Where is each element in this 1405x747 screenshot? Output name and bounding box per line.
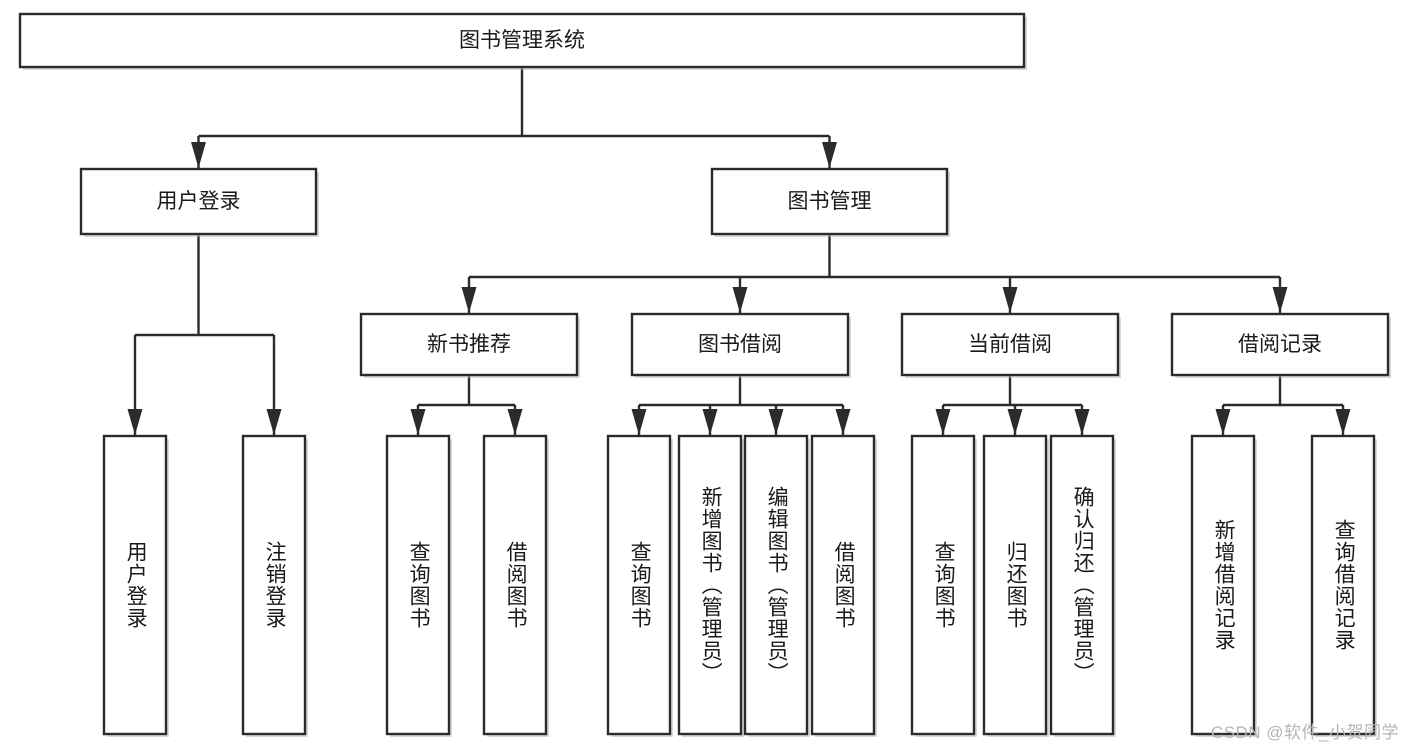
node-level2-1[interactable] [710,167,950,237]
arrow-head-icon [461,287,477,313]
connector-lines [127,67,1351,435]
box-outline [677,434,743,736]
node-level2-label-1: 图书管理 [788,190,872,213]
arrow-head-icon [935,409,951,435]
node-leaf-1[interactable] [241,434,308,737]
node-leaf-6[interactable] [743,434,810,737]
box-outline [606,434,672,736]
box-outline [1049,434,1115,736]
node-leaf-4[interactable] [606,434,673,737]
node-leaf-label-cell-11: 新增借阅记录 [1192,436,1254,734]
arrow-head-icon [1335,409,1351,435]
arrow-head-icon [768,409,784,435]
node-leaf-label-cell-7: 借阅图书 [812,436,874,734]
node-leaf-label-cell-9: 归还图书 [984,436,1046,734]
node-level3-0[interactable] [359,312,580,378]
box-outline [359,312,579,377]
arrow-head-icon [127,409,143,435]
arrow-head-icon [732,287,748,313]
node-leaf-10[interactable] [1049,434,1116,737]
box-outline [710,167,949,236]
node-leaf-label-cell-4: 查询图书 [608,436,670,734]
node-leaf-2[interactable] [385,434,452,737]
box-outline [18,12,1026,69]
arrow-head-icon [822,142,837,168]
node-leaf-label-3: 借阅图书 [504,541,528,629]
box-outline [1170,312,1390,377]
node-leaf-label-1: 注销登录 [263,541,287,629]
box-outline [982,434,1048,736]
node-level3-label-0: 新书推荐 [427,333,511,356]
arrow-head-icon [1002,287,1018,313]
node-level2-0[interactable] [79,167,319,237]
node-leaf-label-9: 归还图书 [1004,541,1028,629]
node-leaf-label-12: 查询借阅记录 [1332,519,1356,651]
box-outline [1190,434,1256,736]
node-leaf-label-cell-2: 查询图书 [387,436,449,734]
node-leaf-label-8: 查询图书 [932,541,956,629]
arrow-head-icon [702,409,718,435]
arrow-head-icon [1215,409,1231,435]
arrow-head-icon [1074,409,1090,435]
arrow-head-icon [266,409,282,435]
box-outline [743,434,809,736]
node-leaf-label-cell-5: 新增图书（管理员） [679,436,741,734]
arrow-head-icon [191,142,206,168]
node-leaf-label-cell-0: 用户登录 [104,436,166,734]
node-leaf-11[interactable] [1190,434,1257,737]
box-outline [1310,434,1376,736]
node-leaf-label-cell-10: 确认归还（管理员） [1051,436,1113,734]
node-leaf-9[interactable] [982,434,1049,737]
box-outline [910,434,976,736]
node-leaf-8[interactable] [910,434,977,737]
node-leaf-label-cell-3: 借阅图书 [484,436,546,734]
node-leaf-label-4: 查询图书 [628,541,652,629]
box-outline [102,434,168,736]
box-outline [810,434,876,736]
node-level3-label-3: 借阅记录 [1238,333,1322,356]
node-leaf-label-5: 新增图书（管理员） [699,486,723,684]
node-leaf-label-7: 借阅图书 [832,541,856,629]
node-leaf-label-cell-8: 查询图书 [912,436,974,734]
node-leaf-12[interactable] [1310,434,1377,737]
node-leaf-7[interactable] [810,434,877,737]
arrow-head-icon [835,409,851,435]
box-outline [630,312,850,377]
node-leaf-3[interactable] [482,434,549,737]
arrow-head-icon [410,409,426,435]
box-outline [900,312,1120,377]
node-leaf-label-11: 新增借阅记录 [1212,519,1236,651]
box-outline [482,434,548,736]
node-level3-3[interactable] [1170,312,1391,378]
node-level3-1[interactable] [630,312,851,378]
arrow-head-icon [1272,287,1288,313]
node-root[interactable] [18,12,1027,70]
box-outline [79,167,318,236]
node-level3-label-2: 当前借阅 [968,333,1052,356]
node-level2-label-0: 用户登录 [157,190,241,213]
arrow-head-icon [631,409,647,435]
node-level3-2[interactable] [900,312,1121,378]
arrow-head-icon [507,409,523,435]
node-root-label: 图书管理系统 [459,29,585,52]
box-outline [241,434,307,736]
node-level3-label-1: 图书借阅 [698,333,782,356]
node-leaf-label-cell-6: 编辑图书（管理员） [745,436,807,734]
node-leaf-label-10: 确认归还（管理员） [1071,486,1095,684]
node-leaf-label-cell-12: 查询借阅记录 [1312,436,1374,734]
node-leaf-label-2: 查询图书 [407,541,431,629]
node-leaf-5[interactable] [677,434,744,737]
box-outline [385,434,451,736]
node-leaf-0[interactable] [102,434,169,737]
node-leaf-label-cell-1: 注销登录 [243,436,305,734]
node-leaf-label-6: 编辑图书（管理员） [765,486,789,684]
arrow-head-icon [1007,409,1023,435]
node-leaf-label-0: 用户登录 [124,541,148,629]
